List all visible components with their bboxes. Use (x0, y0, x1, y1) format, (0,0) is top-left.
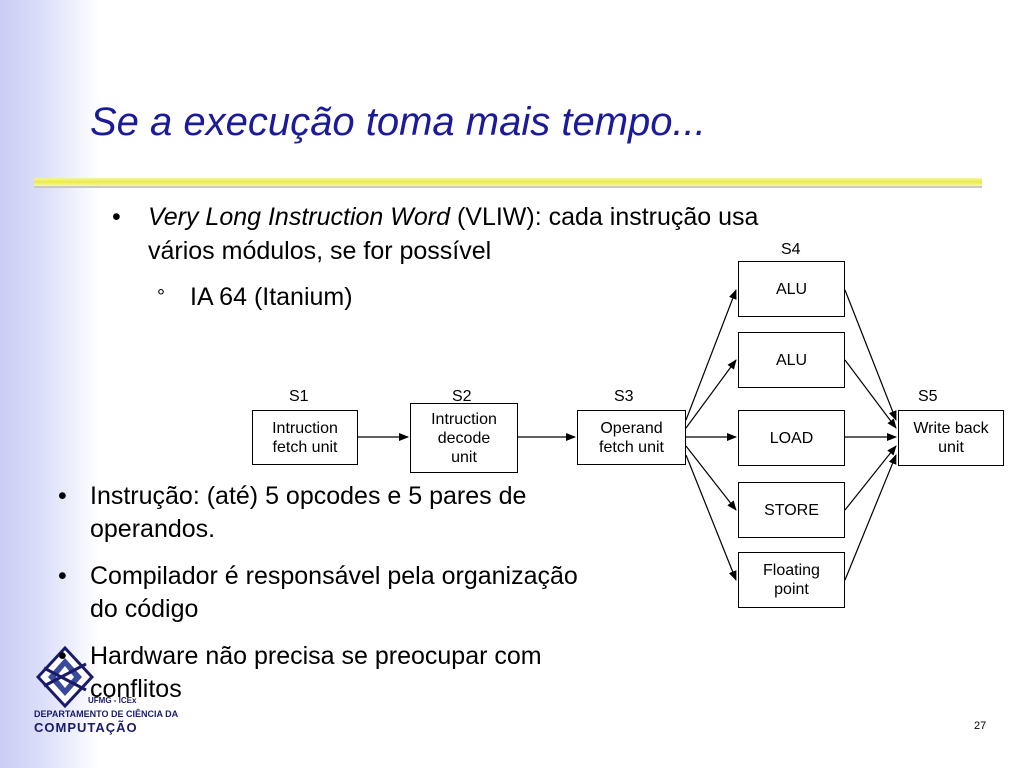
arrow-operand-to-fp (685, 454, 737, 581)
bullet-compiler-line2: do código (90, 595, 199, 623)
vliw-rest: (VLIW): cada instrução usa (450, 203, 759, 231)
vliw-italic-term: Very Long Instruction Word (148, 203, 450, 231)
arrow-operand-to-alu2 (685, 359, 737, 429)
box-alu-2: ALU (738, 332, 845, 388)
sub-bullet-marker: ° (157, 286, 165, 308)
arrow-fp-to-writeback (844, 454, 897, 581)
bullet-marker: • (58, 562, 67, 590)
bullet-hardware-line1: Hardware não precisa se preocupar com (90, 642, 542, 670)
bullet-marker: • (58, 482, 67, 510)
box-floating-point: Floating point (738, 552, 845, 608)
box-load: LOAD (738, 410, 845, 466)
stage-label-s3: S3 (614, 388, 634, 405)
stage-label-s1: S1 (289, 388, 309, 405)
arrow-operand-to-alu1 (685, 289, 737, 421)
logo-dept-text: DEPARTAMENTO DE CIÊNCIA DA (34, 709, 179, 719)
logo-emblem-icon (36, 646, 94, 708)
bullet-opcodes-line1: Instrução: (até) 5 opcodes e 5 pares de (90, 482, 527, 510)
arrow-alu1-to-writeback (844, 289, 897, 421)
stage-label-s4: S4 (781, 241, 801, 258)
box-instruction-fetch-unit: Intruction fetch unit (252, 410, 358, 465)
bullet-hardware-line2: conflitos (90, 675, 182, 703)
bullet-marker: • (58, 642, 67, 670)
side-gradient-band (0, 0, 100, 768)
bullet-opcodes-line2: operandos. (90, 515, 216, 543)
arrow-store-to-writeback (844, 445, 897, 511)
box-instruction-decode-unit: Intruction decode unit (410, 403, 518, 473)
arrow-operand-to-store (685, 445, 737, 511)
slide-title: Se a execução toma mais tempo... (90, 100, 706, 144)
stage-label-s5: S5 (918, 388, 938, 405)
box-store: STORE (738, 482, 845, 538)
box-write-back-unit: Write back unit (898, 410, 1004, 466)
arrow-alu2-to-writeback (844, 359, 897, 429)
logo-computacao-text: COMPUTAÇÃO (34, 720, 138, 735)
stage-label-s2: S2 (452, 388, 472, 405)
page-number: 27 (974, 720, 987, 732)
sub-bullet-ia64: IA 64 (Itanium) (190, 283, 353, 311)
bullet-vliw-line1: Very Long Instruction Word (VLIW): cada … (148, 201, 758, 233)
title-underline (34, 178, 982, 186)
box-operand-fetch-unit: Operand fetch unit (577, 410, 686, 465)
ufmg-dcc-logo: UFMG - ICEx DEPARTAMENTO DE CIÊNCIA DA C… (34, 646, 178, 736)
logo-ufmg-text: UFMG - ICEx (88, 696, 137, 705)
box-alu-1: ALU (738, 261, 845, 317)
bullet-marker: • (112, 203, 121, 231)
title-underline-shadow (34, 186, 982, 188)
bullet-vliw-line2: vários módulos, se for possível (148, 237, 492, 265)
bullet-compiler-line1: Compilador é responsável pela organizaçã… (90, 562, 578, 590)
